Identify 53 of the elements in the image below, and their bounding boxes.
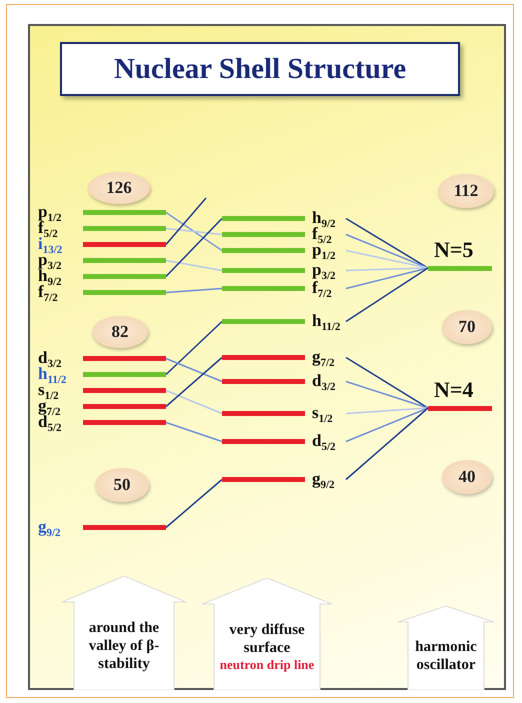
connector-line bbox=[346, 356, 428, 409]
connector-line bbox=[346, 250, 428, 269]
shell-label: N=5 bbox=[434, 238, 474, 262]
level-label: p$_{1/2}$ bbox=[38, 204, 62, 220]
shell-label: N=4 bbox=[434, 378, 474, 402]
level-label: g$_{9/2}$ bbox=[38, 519, 61, 535]
level-label: s$_{1/2}$ bbox=[38, 382, 59, 398]
level-label: p$_{1/2}$ bbox=[312, 242, 336, 258]
connector-line bbox=[166, 356, 222, 408]
level-label: h$_{9/2}$ bbox=[38, 268, 62, 284]
connector-line bbox=[166, 478, 222, 528]
connector-line bbox=[346, 267, 428, 290]
level-label: h$_{9/2}$ bbox=[312, 210, 336, 226]
level-label: p$_{3/2}$ bbox=[312, 262, 336, 278]
connector-line bbox=[165, 198, 207, 245]
level-label: d$_{5/2}$ bbox=[38, 414, 62, 430]
level-label: g$_{9/2}$ bbox=[312, 471, 335, 487]
arrow-caption: around the valley of β-stability bbox=[88, 619, 160, 673]
connector-line bbox=[346, 407, 428, 480]
connector-line bbox=[165, 218, 223, 278]
level-label: f$_{7/2}$ bbox=[312, 280, 332, 296]
connector-line bbox=[166, 228, 222, 236]
connector-line bbox=[166, 358, 222, 382]
level-label: d$_{5/2}$ bbox=[312, 433, 336, 449]
connector-line bbox=[166, 288, 222, 294]
level-label: p$_{3/2}$ bbox=[38, 252, 62, 268]
level-label: g$_{7/2}$ bbox=[312, 349, 335, 365]
connector-line bbox=[346, 267, 428, 322]
connector-line bbox=[166, 390, 222, 414]
arrow-caption: very diffuse surface bbox=[228, 621, 306, 657]
level-label: g$_{7/2}$ bbox=[38, 398, 61, 414]
level-label: d$_{3/2}$ bbox=[38, 350, 62, 366]
level-label: i$_{13/2}$ bbox=[38, 236, 62, 252]
connector-line bbox=[165, 320, 223, 376]
level-label: h$_{11/2}$ bbox=[312, 313, 340, 329]
drip-line-note: neutron drip line bbox=[220, 657, 314, 673]
connector-line bbox=[346, 380, 428, 409]
level-label: f$_{5/2}$ bbox=[312, 226, 332, 242]
connector-line bbox=[346, 218, 428, 269]
connector-line bbox=[166, 422, 222, 442]
connector-line bbox=[166, 212, 222, 252]
level-label: f$_{5/2}$ bbox=[38, 220, 58, 236]
connector-line bbox=[346, 407, 428, 442]
level-label: h$_{11/2}$ bbox=[38, 366, 66, 382]
connector-line bbox=[346, 234, 428, 269]
level-label: d$_{3/2}$ bbox=[312, 373, 336, 389]
connector-line bbox=[166, 260, 222, 272]
title-banner: Nuclear Shell Structure bbox=[60, 42, 460, 96]
level-label: f$_{7/2}$ bbox=[38, 284, 58, 300]
connector-line bbox=[346, 407, 428, 414]
connector-line bbox=[346, 267, 428, 272]
arrow-caption: harmonic oscillator bbox=[414, 638, 478, 674]
level-label: s$_{1/2}$ bbox=[312, 405, 333, 421]
